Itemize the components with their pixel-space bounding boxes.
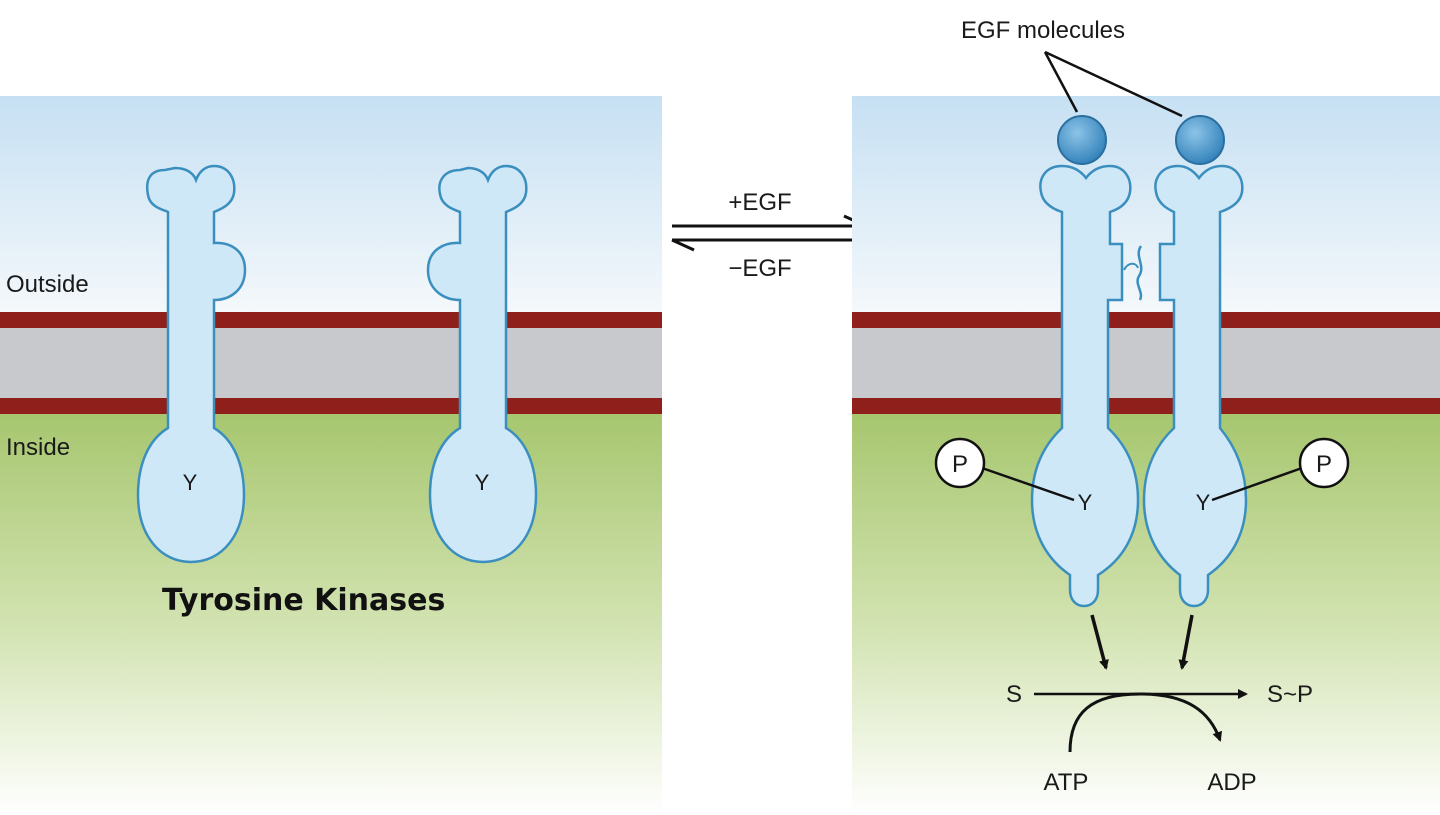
- egf-molecules-label: EGF molecules: [961, 17, 1125, 44]
- tyrosine-label-left-1: Y: [183, 470, 198, 495]
- atp-label: ATP: [1044, 769, 1089, 796]
- receptor-monomer-left: Y: [136, 164, 247, 564]
- svg-text:P: P: [952, 451, 968, 478]
- outside-label: Outside: [6, 271, 89, 298]
- membrane-right: [852, 312, 1440, 414]
- caption-tyrosine-kinases: Tyrosine Kinases: [162, 583, 445, 618]
- extracellular-region-right: [852, 96, 1440, 312]
- extracellular-region-left: [0, 96, 662, 312]
- intracellular-region-left: [0, 412, 662, 815]
- atp-adp-arrow: [1068, 692, 1223, 753]
- tyrosine-label-dimer-b: Y: [1196, 490, 1211, 515]
- svg-text:P: P: [1316, 451, 1332, 478]
- phosphate-right: P: [1211, 437, 1350, 502]
- receptor-dimer-a: Y: [1030, 164, 1140, 608]
- adp-label: ADP: [1207, 769, 1256, 796]
- inside-label: Inside: [6, 434, 70, 461]
- dimer-contact: [1136, 245, 1143, 301]
- egf-pointer-1: [1043, 51, 1079, 113]
- membrane-left: [0, 312, 662, 414]
- tyrosine-label-left-2: Y: [475, 470, 490, 495]
- equilibrium-arrows: +EGF −EGF: [671, 189, 867, 282]
- left-panel: Y Y Outside Inside Tyrosine Kinases: [0, 96, 662, 815]
- plus-egf-label: +EGF: [728, 189, 791, 216]
- right-panel: EGF molecules Y Y P P: [852, 17, 1440, 815]
- egf-molecule-2: [1175, 115, 1225, 165]
- egf-molecule-1: [1057, 115, 1107, 165]
- egf-pointer-2: [1044, 50, 1183, 118]
- receptor-monomer-right: Y: [426, 164, 538, 564]
- minus-egf-label: −EGF: [728, 255, 791, 282]
- kinase-arrow-left: [1090, 614, 1109, 670]
- phosphate-left: P: [934, 437, 1075, 502]
- substrate-label: S: [1006, 681, 1022, 708]
- tyrosine-label-dimer-a: Y: [1078, 490, 1093, 515]
- kinase-arrow-right: [1178, 614, 1194, 670]
- product-label: S~P: [1267, 681, 1313, 708]
